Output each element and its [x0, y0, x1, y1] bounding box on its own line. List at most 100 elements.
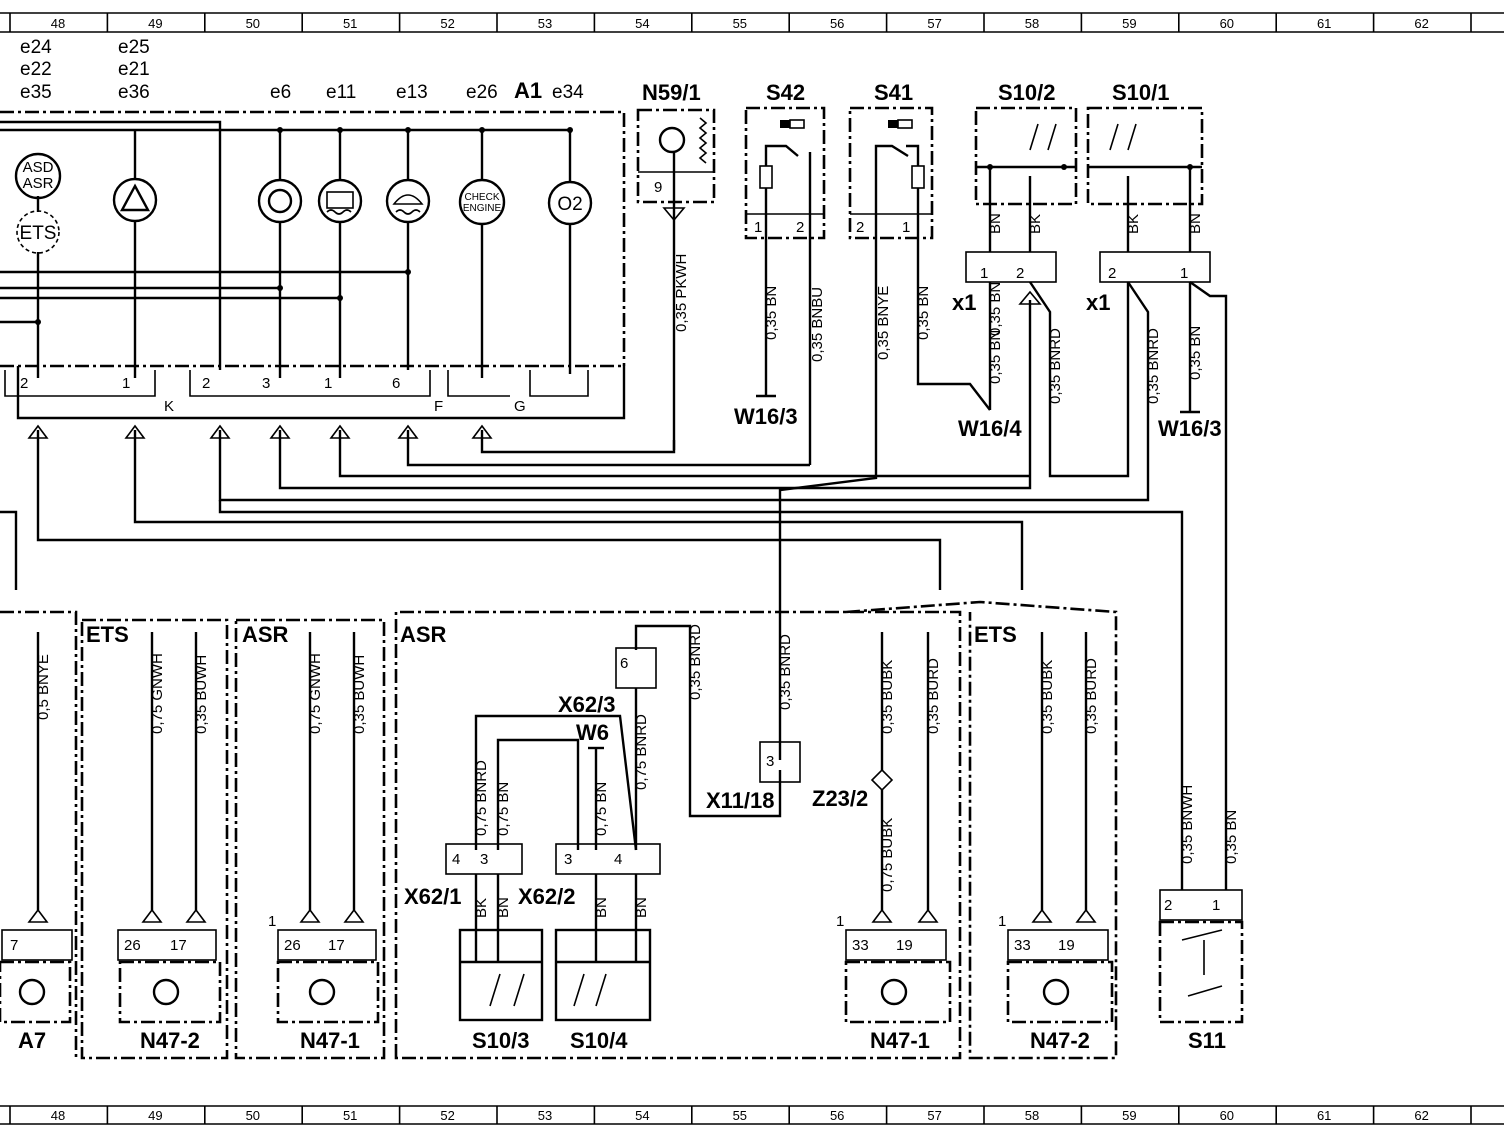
- svg-text:0,35 BNRD: 0,35 BNRD: [1145, 328, 1162, 404]
- svg-text:x1: x1: [952, 290, 976, 315]
- grid-label: 56: [830, 1108, 844, 1123]
- svg-text:ETS: ETS: [974, 622, 1017, 647]
- grid-label: 49: [148, 16, 162, 31]
- lamp-ref-e25: e25: [118, 37, 150, 58]
- svg-text:2: 2: [796, 219, 804, 236]
- terminal-arrow: [1031, 908, 1053, 923]
- grid-label: 53: [538, 1108, 552, 1123]
- connector-x1-right: 2 1 x1 0,35 BNRD 0,35 BN W16/3: [218, 251, 1228, 890]
- terminal-arrow: [329, 424, 351, 439]
- switch-s41: S41 2 1 0,35 BNYE 0,35 BN: [848, 80, 991, 470]
- svg-text:0,35 BNYE: 0,35 BNYE: [875, 286, 892, 360]
- grid-label: 48: [51, 1108, 65, 1123]
- grid-label: 59: [1122, 16, 1136, 31]
- lamp-ref-e11: e11: [326, 82, 356, 103]
- terminal-arrow: [269, 424, 291, 439]
- terminal-arrow: [343, 908, 365, 923]
- svg-text:W6: W6: [576, 720, 609, 745]
- svg-text:S10/2: S10/2: [998, 80, 1056, 105]
- svg-text:0,35 BNBU: 0,35 BNBU: [809, 287, 826, 362]
- grid-label: 60: [1220, 1108, 1234, 1123]
- grid-label: 54: [635, 1108, 649, 1123]
- switch-s10-2: S10/2 BN BK: [974, 80, 1078, 252]
- grid-label: 48: [51, 16, 65, 31]
- terminal-arrow: [299, 908, 321, 923]
- svg-text:BK: BK: [1027, 214, 1044, 234]
- svg-text:ETS: ETS: [86, 622, 129, 647]
- grid-label: 57: [927, 1108, 941, 1123]
- label-w16-3-left: W16/3: [734, 404, 798, 429]
- svg-text:2: 2: [202, 375, 210, 392]
- svg-text:26: 26: [124, 937, 141, 954]
- section-asr-n47-1: ASR 0,75 GNWH 0,35 BUWH 1 26 17 N47-1: [234, 618, 386, 1060]
- svg-text:2: 2: [856, 219, 864, 236]
- connector-x1-left: 1 2 x1 0,35 BN 0,35 BN W16/4 0,35 BNRD: [278, 251, 1130, 490]
- svg-text:19: 19: [896, 937, 913, 954]
- terminal-arrow: [185, 908, 207, 923]
- lamp-ref-e13: e13: [396, 82, 428, 103]
- coolant-level-icon: [317, 178, 363, 224]
- svg-text:1: 1: [122, 375, 130, 392]
- grid-label: 57: [927, 16, 941, 31]
- svg-text:1: 1: [1212, 897, 1220, 914]
- svg-text:1: 1: [754, 219, 762, 236]
- grid-label: 59: [1122, 1108, 1136, 1123]
- svg-text:BN: BN: [1187, 213, 1204, 234]
- svg-text:0,35 BNRD: 0,35 BNRD: [687, 624, 704, 700]
- svg-text:0,75 BNRD: 0,75 BNRD: [633, 714, 650, 790]
- svg-text:1: 1: [902, 219, 910, 236]
- ets-lamp: ETS: [16, 210, 60, 254]
- section-asr-middle: ASR 6 0,35 BNRD X62/3 0,75 BNRD W6 0,75 …: [394, 600, 1118, 1060]
- lamp-ref-e22: e22: [20, 59, 52, 80]
- svg-text:33: 33: [1014, 937, 1031, 954]
- svg-text:F: F: [434, 398, 443, 415]
- svg-text:0,35 BUWH: 0,35 BUWH: [193, 655, 210, 734]
- svg-text:BN: BN: [495, 897, 512, 918]
- warning-triangle-icon: [112, 177, 158, 223]
- svg-text:0,35 BUBK: 0,35 BUBK: [879, 660, 896, 734]
- grid-label: 61: [1317, 16, 1331, 31]
- lamp-ref-e35: e35: [20, 82, 52, 103]
- svg-text:0,35 BN: 0,35 BN: [915, 286, 932, 340]
- svg-text:4: 4: [614, 851, 622, 868]
- grid-label: 52: [440, 16, 454, 31]
- svg-text:K: K: [164, 398, 174, 415]
- svg-text:0,35 PKWH: 0,35 PKWH: [673, 254, 690, 332]
- grid-label: 54: [635, 16, 649, 31]
- grid-label: 56: [830, 16, 844, 31]
- svg-text:2: 2: [1108, 265, 1116, 282]
- svg-text:S10/3: S10/3: [472, 1028, 530, 1053]
- svg-text:O2: O2: [557, 194, 582, 215]
- lamp-ref-e34: e34: [552, 82, 584, 103]
- grid-label: 60: [1220, 16, 1234, 31]
- grid-label: 62: [1414, 16, 1428, 31]
- svg-text:N47-1: N47-1: [870, 1028, 930, 1053]
- svg-text:1: 1: [1180, 265, 1188, 282]
- switch-s10-1: S10/1 BK BN: [1086, 80, 1204, 252]
- svg-text:17: 17: [328, 937, 345, 954]
- lamp-ref-e6: e6: [270, 82, 291, 103]
- svg-text:X62/1: X62/1: [404, 884, 462, 909]
- grid-label: 58: [1025, 1108, 1039, 1123]
- grid-label: 51: [343, 16, 357, 31]
- svg-text:W16/3: W16/3: [1158, 416, 1222, 441]
- routing-wires: [0, 430, 1184, 890]
- grid-label: 58: [1025, 16, 1039, 31]
- svg-text:BN: BN: [987, 213, 1004, 234]
- lamp-ref-e21: e21: [118, 59, 150, 80]
- grid-label: 55: [733, 16, 747, 31]
- svg-text:X62/3: X62/3: [558, 692, 616, 717]
- svg-text:0,75 BN: 0,75 BN: [593, 782, 610, 836]
- label-a1: A1: [514, 78, 542, 103]
- svg-text:6: 6: [620, 655, 628, 672]
- grid-label: 53: [538, 16, 552, 31]
- svg-text:BK: BK: [473, 898, 490, 918]
- svg-text:ASR: ASR: [400, 622, 447, 647]
- svg-text:2: 2: [1164, 897, 1172, 914]
- grid-label: 61: [1317, 1108, 1331, 1123]
- section-a7: 0,5 BNYE 7 A7: [0, 610, 78, 1058]
- svg-text:2: 2: [1016, 265, 1024, 282]
- svg-text:4: 4: [452, 851, 460, 868]
